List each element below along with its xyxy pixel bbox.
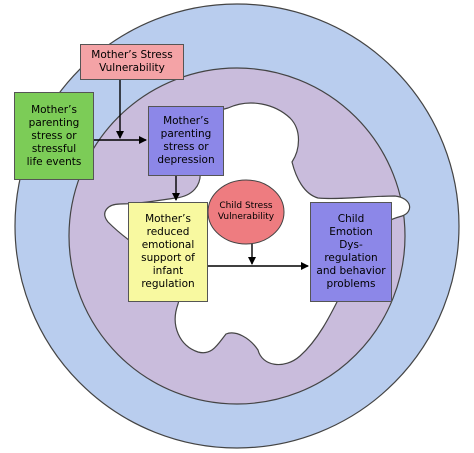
child-emotion-dysregulation-box: Child Emotion Dys- regulation and behavi… (310, 202, 392, 302)
node-text-line: infant (152, 265, 184, 277)
node-text-line: Emotion (329, 226, 373, 238)
node-text-line: life events (26, 155, 82, 168)
node-text-line: stress or (31, 129, 77, 142)
node-text-line: Vulnerability (217, 212, 275, 222)
node-text-line: regulation (324, 252, 378, 264)
node-text-line: Mother’s Stress (91, 49, 173, 61)
node-text-line: emotional (141, 239, 195, 251)
node-text-line: Child (337, 213, 365, 225)
node-text-line: Child Stress (219, 201, 273, 211)
node-text-line: depression (157, 154, 215, 166)
node-text-line: reduced (146, 226, 190, 238)
node-text-line: parenting (28, 116, 80, 129)
node-text-line: Mother’s (31, 103, 77, 116)
node-text-line: stress or (163, 141, 209, 153)
node-text-line: regulation (141, 278, 195, 290)
node-text-line: parenting (160, 128, 212, 140)
node-text-line: and behavior (316, 265, 386, 277)
node-text-line: support of (141, 252, 195, 264)
node-text-line: Mother’s (163, 115, 209, 127)
mothers-reduced-support-box: Mother’s reduced emotional support of in… (128, 202, 208, 302)
mothers-parenting-depression-box: Mother’s parenting stress or depression (148, 106, 224, 176)
node-text-line: Vulnerability (99, 62, 165, 74)
node-text-line: stressful (31, 142, 77, 155)
node-text-line: Mother’s (145, 213, 191, 225)
mothers-stress-vulnerability-box: Mother’s Stress Vulnerability (80, 44, 184, 80)
child-stress-circle-shape (207, 179, 285, 245)
node-text-line: problems (326, 278, 376, 290)
node-text-line: Dys- (339, 239, 363, 251)
child-stress-vulnerability-node: Child Stress Vulnerability (204, 180, 288, 244)
mothers-parenting-stress-box: Mother’s parenting stress or stressful l… (14, 92, 94, 180)
